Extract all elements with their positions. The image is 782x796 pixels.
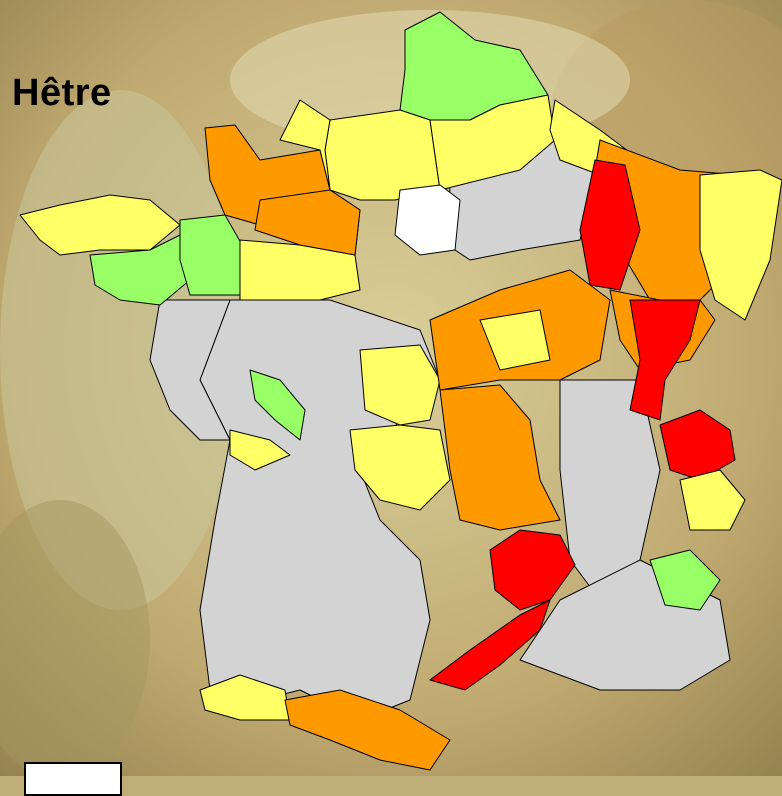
region-bretagne-centre[interactable] <box>89 234 191 306</box>
region-maine[interactable] <box>254 189 361 256</box>
region-alpes-sud[interactable] <box>649 549 721 611</box>
region-auvergne[interactable] <box>439 384 561 531</box>
region-cevennes[interactable] <box>489 529 576 611</box>
region-morvan[interactable] <box>479 309 551 371</box>
region-centre-ouest[interactable] <box>149 299 231 441</box>
region-alsace[interactable] <box>699 169 782 321</box>
region-jura[interactable] <box>629 299 701 421</box>
region-alpes-nord[interactable] <box>659 409 736 481</box>
legend-box <box>24 762 122 796</box>
region-languedoc[interactable] <box>429 599 551 691</box>
region-poitou[interactable] <box>229 429 291 471</box>
region-alpes-centre[interactable] <box>679 469 746 531</box>
region-vendee[interactable] <box>249 369 306 441</box>
france-map <box>19 11 782 771</box>
region-centre[interactable] <box>359 344 441 426</box>
region-limousin[interactable] <box>349 424 451 511</box>
region-pyrenees-est[interactable] <box>284 689 451 771</box>
region-picardie-ouest[interactable] <box>324 109 441 201</box>
region-bretagne-ouest[interactable] <box>19 194 181 256</box>
region-ile-de-france[interactable] <box>394 184 461 256</box>
region-bretagne-est[interactable] <box>179 214 246 296</box>
map-title: Hêtre <box>12 72 112 114</box>
region-lorraine-vosges[interactable] <box>579 159 641 291</box>
